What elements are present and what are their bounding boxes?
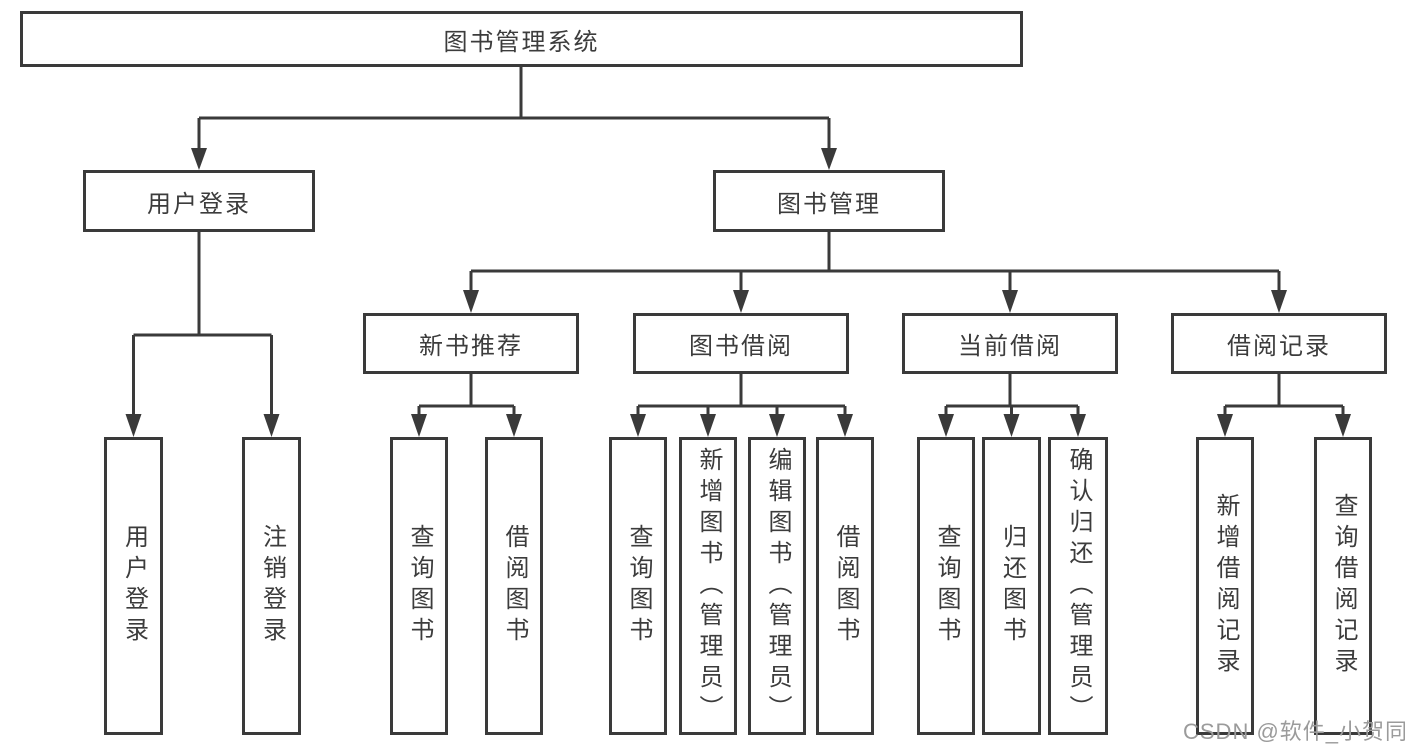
node-book-management: 图书管理	[713, 170, 945, 232]
leaf-query-books-current-label: 查询图书	[933, 524, 960, 648]
node-book-management-label: 图书管理	[777, 190, 881, 218]
leaf-query-books-borrow-label: 查询图书	[625, 524, 652, 648]
leaf-query-books-recommend: 查询图书	[390, 437, 448, 735]
node-user-login-label: 用户登录	[147, 190, 251, 218]
leaf-confirm-return-admin-label: 确认归还（管理员）	[1065, 446, 1092, 726]
leaf-add-borrow-record-label: 新增借阅记录	[1212, 493, 1239, 679]
leaf-borrow-books: 借阅图书	[816, 437, 874, 735]
leaf-user-login: 用户登录	[104, 437, 163, 735]
leaf-logout: 注销登录	[242, 437, 301, 735]
leaf-borrow-books-recommend: 借阅图书	[485, 437, 543, 735]
leaf-return-books-label: 归还图书	[998, 524, 1026, 648]
node-borrowing-records-label: 借阅记录	[1227, 333, 1331, 360]
leaf-edit-books-admin-label: 编辑图书（管理员）	[764, 446, 791, 726]
node-current-borrowing: 当前借阅	[902, 313, 1118, 374]
arrow-down-icons	[125, 148, 1351, 437]
leaf-borrow-books-label: 借阅图书	[832, 524, 859, 648]
leaf-query-books-current: 查询图书	[917, 437, 975, 735]
node-borrowing-records: 借阅记录	[1171, 313, 1387, 374]
node-book-borrowing: 图书借阅	[633, 313, 849, 374]
leaf-borrow-books-recommend-label: 借阅图书	[501, 524, 528, 648]
node-book-management-system-label: 图书管理系统	[443, 28, 600, 56]
leaf-user-login-label: 用户登录	[120, 524, 148, 648]
node-new-book-recommend-label: 新书推荐	[419, 333, 523, 360]
leaf-query-borrow-record: 查询借阅记录	[1314, 437, 1372, 735]
leaf-add-borrow-record: 新增借阅记录	[1196, 437, 1254, 735]
node-user-login: 用户登录	[83, 170, 315, 232]
leaf-add-books-admin: 新增图书（管理员）	[679, 437, 737, 735]
leaf-query-books-recommend-label: 查询图书	[406, 524, 433, 648]
leaf-query-borrow-record-label: 查询借阅记录	[1330, 493, 1357, 679]
node-current-borrowing-label: 当前借阅	[958, 333, 1062, 360]
leaf-add-books-admin-label: 新增图书（管理员）	[695, 446, 722, 726]
node-new-book-recommend: 新书推荐	[363, 313, 579, 374]
node-book-management-system: 图书管理系统	[20, 11, 1023, 67]
leaf-confirm-return-admin: 确认归还（管理员）	[1048, 437, 1108, 735]
leaf-logout-label: 注销登录	[258, 524, 286, 648]
leaf-query-books-borrow: 查询图书	[609, 437, 667, 735]
connector-paths	[132, 67, 1345, 416]
node-book-borrowing-label: 图书借阅	[689, 333, 793, 360]
csdn-watermark: CSDN @软件_小贺同学	[1183, 719, 1405, 744]
leaf-edit-books-admin: 编辑图书（管理员）	[748, 437, 806, 735]
leaf-return-books: 归还图书	[982, 437, 1041, 735]
